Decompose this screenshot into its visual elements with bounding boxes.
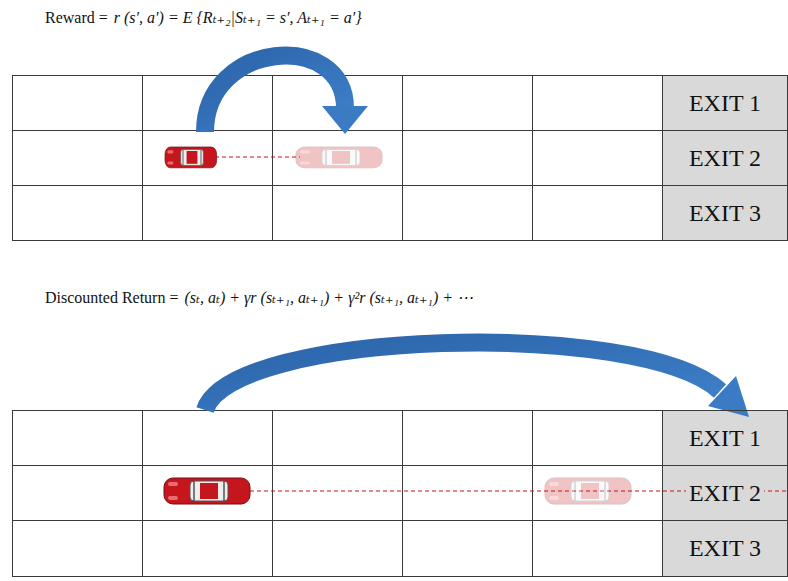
exit-cell: EXIT 2 <box>662 130 788 186</box>
trajectory-line <box>215 156 300 157</box>
exit-cell: EXIT 1 <box>662 410 788 466</box>
car <box>165 147 217 168</box>
return-formula: (sₜ, aₜ) + γr (sₜ₊₁, aₜ₊₁) + γ²r (sₜ₊₁, … <box>184 288 473 307</box>
curved-arrow <box>205 56 368 134</box>
exit-cell: EXIT 3 <box>662 185 788 241</box>
exit-cell: EXIT 1 <box>662 75 788 131</box>
reward-formula: r (s′, a′) = E {Rₜ₊₂|Sₜ₊₁ = s′, Aₜ₊₁ = a… <box>114 8 362 27</box>
exit-cell: EXIT 3 <box>662 520 788 577</box>
grid <box>13 410 663 577</box>
exit-label: EXIT 3 <box>686 200 764 226</box>
exit-label: EXIT 1 <box>686 90 764 116</box>
curved-arrow <box>205 343 749 417</box>
car-faded <box>296 147 382 168</box>
car-faded <box>545 478 631 504</box>
exit-label: EXIT 2 <box>686 480 764 506</box>
exit-label: EXIT 2 <box>686 145 764 171</box>
exit-label: EXIT 1 <box>686 425 764 451</box>
exit-cell: EXIT 2 <box>662 465 788 521</box>
exit-fill <box>662 75 788 576</box>
exit-label: EXIT 3 <box>686 535 764 561</box>
formula-caption: Discounted Return = <box>45 288 178 307</box>
car <box>164 478 250 504</box>
formula-caption: Reward = <box>45 8 108 27</box>
